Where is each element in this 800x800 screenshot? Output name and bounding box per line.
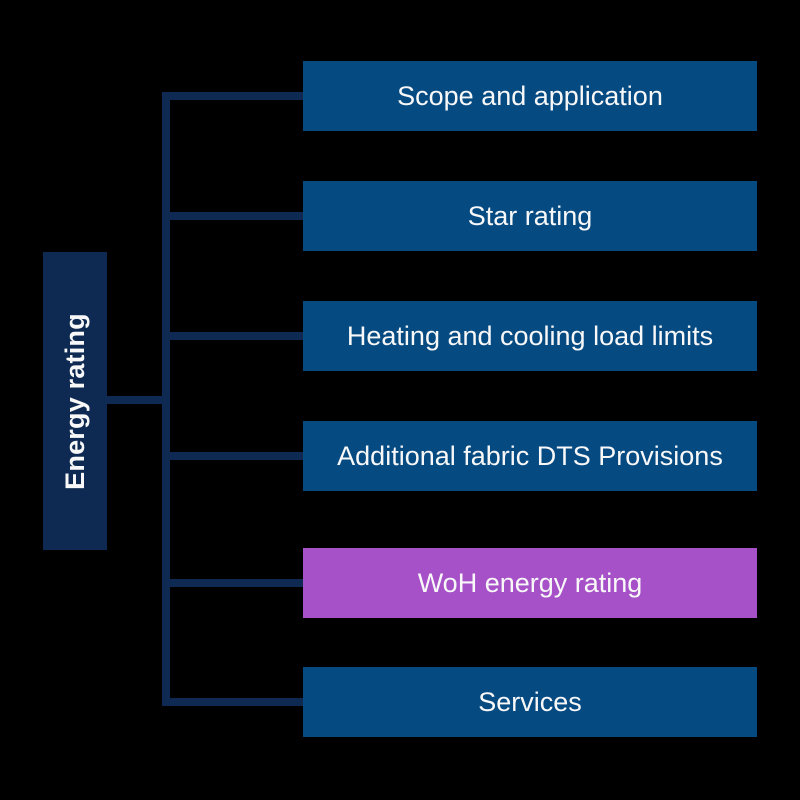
node-label: Heating and cooling load limits: [346, 320, 714, 351]
root-node-label: Energy rating: [59, 312, 90, 490]
connector-branch-line: [164, 579, 305, 587]
connector-root-line: [105, 396, 164, 404]
node-star-rating: Star rating: [303, 181, 757, 251]
node-label: Additional fabric DTS Provisions: [337, 440, 723, 471]
root-node-energy-rating: Energy rating: [43, 252, 107, 550]
node-label: Services: [478, 686, 582, 717]
node-row-services: Services: [164, 667, 757, 737]
node-scope-and-application: Scope and application: [303, 61, 757, 131]
node-label: Scope and application: [397, 80, 663, 111]
node-services: Services: [303, 667, 757, 737]
node-row-woh-energy-rating: WoH energy rating: [164, 548, 757, 618]
node-heating-cooling-load-limits: Heating and cooling load limits: [303, 301, 757, 371]
node-row-star-rating: Star rating: [164, 181, 757, 251]
node-row-scope-and-application: Scope and application: [164, 61, 757, 131]
node-label: Star rating: [467, 200, 593, 231]
node-woh-energy-rating-highlighted: WoH energy rating: [303, 548, 757, 618]
node-additional-fabric-dts-provisions: Additional fabric DTS Provisions: [303, 421, 757, 491]
connector-branch-line: [164, 212, 305, 220]
node-label: WoH energy rating: [417, 567, 643, 598]
connector-branch-line: [164, 698, 305, 706]
node-row-additional-fabric-dts-provisions: Additional fabric DTS Provisions: [164, 421, 757, 491]
connector-trunk-line: [162, 92, 170, 706]
connector-branch-line: [164, 452, 305, 460]
connector-branch-line: [164, 332, 305, 340]
node-row-heating-cooling-load-limits: Heating and cooling load limits: [164, 301, 757, 371]
connector-branch-line: [164, 92, 305, 100]
